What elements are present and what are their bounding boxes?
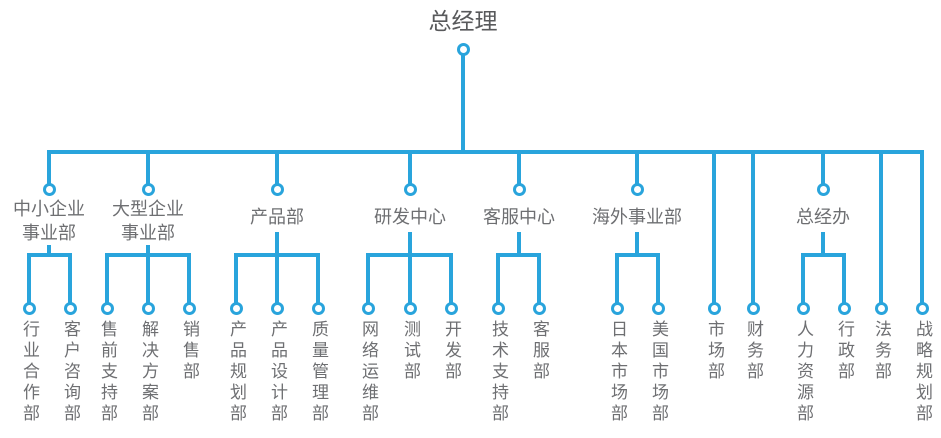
department-label: 技术支持部 [489, 320, 508, 425]
branch-node-circle [141, 182, 155, 196]
child-drop-line [842, 253, 846, 304]
branch-label: 产品部 [250, 207, 304, 227]
child-drop-line [801, 253, 805, 304]
children-connector-line [496, 253, 541, 257]
branch-label: 中小企业 事业部 [13, 199, 85, 243]
department-node-circle [229, 301, 243, 315]
department-node-circle [707, 301, 721, 315]
child-drop-line [234, 253, 238, 304]
department-label: 网络运维部 [359, 320, 378, 425]
department-node-circle [182, 301, 196, 315]
branch-stub-line [635, 232, 639, 257]
child-drop-line [68, 253, 72, 304]
department-label: 美国市场部 [649, 320, 668, 425]
branch-node-circle [403, 182, 417, 196]
branch-label: 研发中心 [374, 207, 446, 227]
department-node-circle [796, 301, 810, 315]
child-drop-line [496, 253, 500, 304]
branch-drop-line [408, 152, 412, 185]
direct-drop-line [879, 152, 883, 304]
child-drop-line [615, 253, 619, 304]
branch-node-circle [816, 182, 830, 196]
department-label: 开发部 [442, 320, 461, 383]
child-drop-line [146, 253, 150, 304]
department-label: 销售部 [180, 320, 199, 383]
department-node-circle [22, 301, 36, 315]
department-node-circle [311, 301, 325, 315]
branch-label: 客服中心 [483, 207, 555, 227]
child-drop-line [366, 253, 370, 304]
root-node-circle [456, 42, 470, 56]
root-connector-line [461, 52, 465, 152]
department-node-circle [444, 301, 458, 315]
branch-node-circle [512, 182, 526, 196]
department-label: 行业合作部 [20, 320, 39, 425]
department-label: 战略规划部 [913, 320, 932, 425]
department-node-circle [403, 301, 417, 315]
branch-label: 大型企业 事业部 [112, 199, 184, 243]
department-label: 法务部 [872, 320, 891, 383]
child-drop-line [656, 253, 660, 304]
branch-stub-line [275, 232, 279, 257]
main-horizontal-line [47, 150, 924, 154]
department-node-circle [361, 301, 375, 315]
child-drop-line [316, 253, 320, 304]
branch-drop-line [47, 152, 51, 185]
department-label: 产品设计部 [268, 320, 287, 425]
department-node-circle [651, 301, 665, 315]
department-node-circle [746, 301, 760, 315]
direct-drop-line [751, 152, 755, 304]
branch-stub-line [146, 245, 150, 257]
department-label: 行政部 [835, 320, 854, 383]
department-node-circle [270, 301, 284, 315]
child-drop-line [187, 253, 191, 304]
branch-drop-line [146, 152, 150, 185]
department-label: 人力资源部 [794, 320, 813, 425]
root-node-label: 总经理 [428, 8, 498, 34]
branch-label: 总经办 [796, 207, 850, 227]
branch-label: 海外事业部 [592, 207, 682, 227]
branch-node-circle [630, 182, 644, 196]
child-drop-line [105, 253, 109, 304]
direct-drop-line [920, 152, 924, 304]
department-node-circle [141, 301, 155, 315]
department-label: 财务部 [744, 320, 763, 383]
children-connector-line [801, 253, 846, 257]
child-drop-line [449, 253, 453, 304]
branch-stub-line [408, 232, 412, 257]
branch-stub-line [47, 245, 51, 257]
department-label: 产品规划部 [227, 320, 246, 425]
child-drop-line [275, 253, 279, 304]
department-node-circle [491, 301, 505, 315]
child-drop-line [408, 253, 412, 304]
branch-stub-line [821, 232, 825, 257]
department-label: 客户咨询部 [61, 320, 80, 425]
branch-node-circle [42, 182, 56, 196]
branch-stub-line [517, 232, 521, 257]
department-node-circle [915, 301, 929, 315]
department-label: 市场部 [705, 320, 724, 383]
department-label: 质量管理部 [309, 320, 328, 425]
department-label: 客服部 [530, 320, 549, 383]
child-drop-line [537, 253, 541, 304]
branch-node-circle [270, 182, 284, 196]
department-node-circle [610, 301, 624, 315]
department-label: 测试部 [401, 320, 420, 383]
department-node-circle [837, 301, 851, 315]
department-label: 售前支持部 [98, 320, 117, 425]
child-drop-line [27, 253, 31, 304]
branch-drop-line [275, 152, 279, 185]
branch-drop-line [635, 152, 639, 185]
department-label: 解决方案部 [139, 320, 158, 425]
direct-drop-line [712, 152, 716, 304]
department-label: 日本市场部 [608, 320, 627, 425]
department-node-circle [63, 301, 77, 315]
department-node-circle [874, 301, 888, 315]
branch-drop-line [517, 152, 521, 185]
children-connector-line [615, 253, 660, 257]
children-connector-line [27, 253, 72, 257]
department-node-circle [100, 301, 114, 315]
department-node-circle [532, 301, 546, 315]
branch-drop-line [821, 152, 825, 185]
